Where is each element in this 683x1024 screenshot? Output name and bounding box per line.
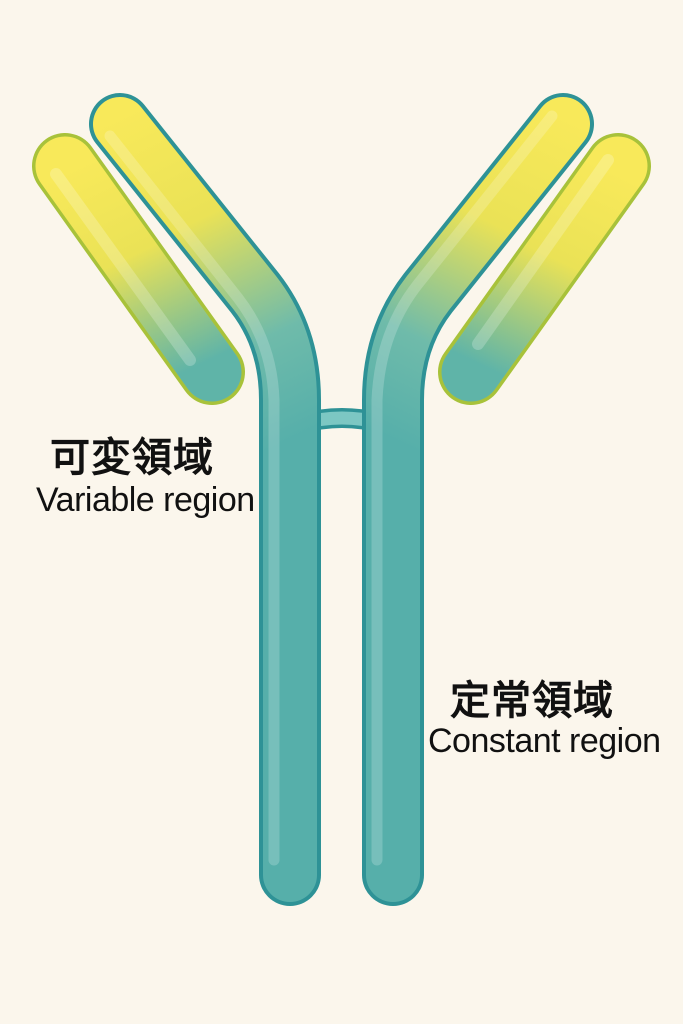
variable-region-label-jp: 可変領域: [50, 435, 214, 481]
constant-region-label-jp: 定常領域: [450, 678, 614, 724]
variable-region-label-en: Variable region: [36, 481, 255, 519]
left-heavy-chain: [89, 93, 321, 906]
constant-region-label-en: Constant region: [428, 722, 661, 760]
left-light-chain: [32, 133, 245, 405]
right-heavy-chain: [362, 93, 594, 906]
right-light-chain: [438, 133, 651, 405]
